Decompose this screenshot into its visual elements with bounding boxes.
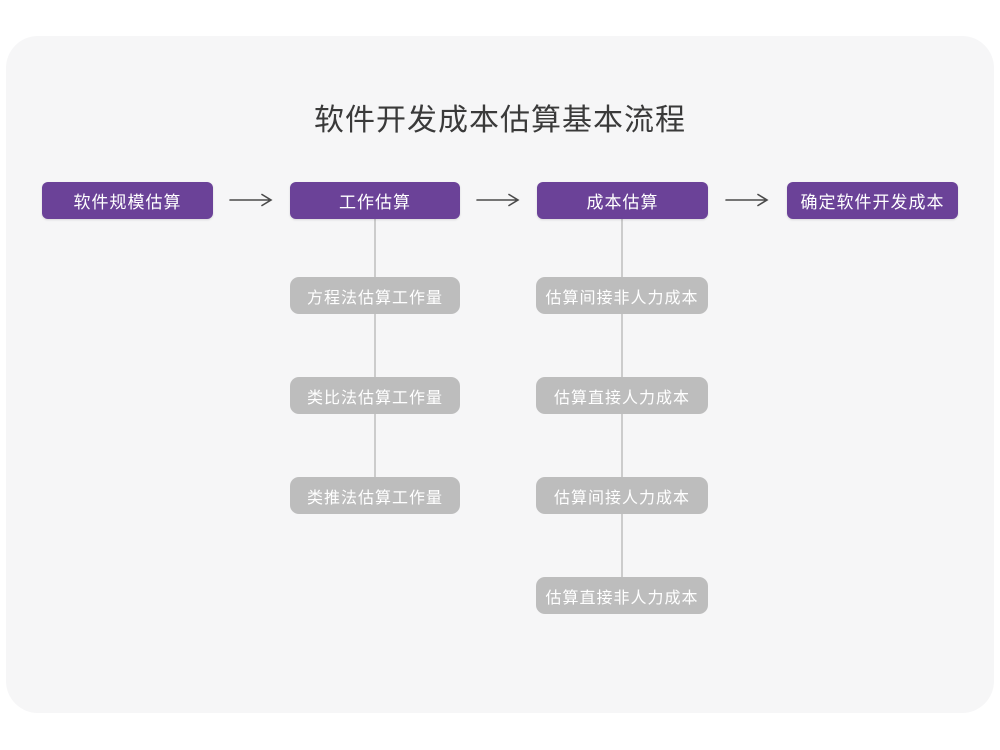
sub-node-indirect-nonlabor-cost: 估算间接非人力成本 xyxy=(536,277,708,314)
flow-node-software-scale-estimation: 软件规模估算 xyxy=(42,182,213,219)
connector-line-work-chain xyxy=(374,219,376,478)
diagram-title: 软件开发成本估算基本流程 xyxy=(314,104,686,137)
sub-node-analogy-method: 类比法估算工作量 xyxy=(290,377,460,414)
sub-node-direct-nonlabor-cost: 估算直接非人力成本 xyxy=(536,577,708,614)
right-arrow-icon xyxy=(476,193,520,207)
right-arrow-icon xyxy=(725,193,769,207)
sub-node-direct-labor-cost: 估算直接人力成本 xyxy=(536,377,708,414)
flow-node-work-estimation: 工作估算 xyxy=(290,182,460,219)
sub-node-extrapolation-method: 类推法估算工作量 xyxy=(290,477,460,514)
flow-node-determine-dev-cost: 确定软件开发成本 xyxy=(787,182,958,219)
sub-node-equation-method: 方程法估算工作量 xyxy=(290,277,460,314)
right-arrow-icon xyxy=(229,193,273,207)
sub-node-indirect-labor-cost: 估算间接人力成本 xyxy=(536,477,708,514)
flow-node-cost-estimation: 成本估算 xyxy=(537,182,708,219)
diagram-panel xyxy=(6,36,994,713)
